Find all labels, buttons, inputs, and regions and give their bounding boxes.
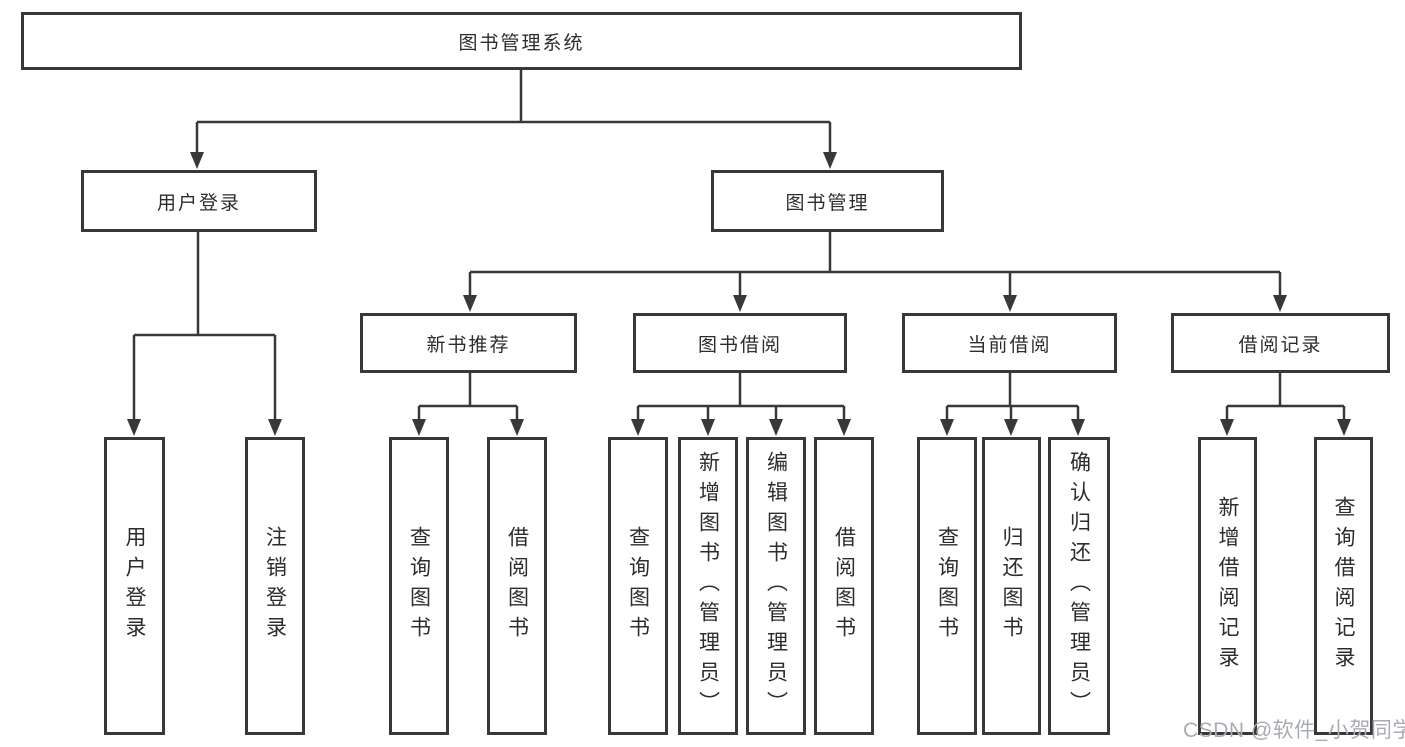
leaf-add-borrow-record: 新增借阅记录: [1198, 437, 1257, 735]
leaf-borrow-books-recommend: 借阅图书: [487, 437, 547, 735]
leaf-logout: 注销登录: [245, 437, 305, 735]
leaf-edit-book-admin: 编辑图书（管理员）: [746, 437, 806, 735]
node-current-borrowing: 当前借阅: [902, 313, 1117, 373]
leaf-query-borrow-record: 查询借阅记录: [1314, 437, 1373, 735]
csdn-watermark: CSDN @软件_小贺同学: [1183, 719, 1405, 742]
arrowhead-icon: [940, 419, 954, 436]
arrowhead-icon: [1004, 419, 1018, 436]
node-book-management: 图书管理: [711, 170, 944, 232]
arrowhead-icon: [1220, 419, 1234, 436]
connector-path: [132, 70, 1346, 420]
arrowhead-icon: [837, 419, 851, 436]
arrowhead-icon: [1337, 419, 1351, 436]
node-library-management-system: 图书管理系统: [21, 12, 1022, 70]
arrowhead-icon: [1003, 295, 1017, 312]
node-borrowing-records: 借阅记录: [1171, 313, 1390, 373]
arrowhead-icon: [823, 152, 837, 169]
arrowhead-icon: [412, 419, 426, 436]
arrowhead-icon: [1071, 419, 1085, 436]
arrowhead-icon: [190, 152, 204, 169]
leaf-query-books-borrow: 查询图书: [608, 437, 668, 735]
leaf-confirm-return-admin: 确认归还（管理员）: [1048, 437, 1110, 735]
arrowhead-icon: [1273, 295, 1287, 312]
leaf-user-login: 用户登录: [104, 437, 165, 735]
arrowhead-icon: [268, 419, 282, 436]
arrowhead-icon: [510, 419, 524, 436]
arrowhead-icon: [733, 295, 747, 312]
arrowhead-icon: [631, 419, 645, 436]
leaf-return-book: 归还图书: [982, 437, 1041, 735]
arrowhead-icon: [127, 419, 141, 436]
leaf-query-books-current: 查询图书: [917, 437, 977, 735]
leaf-add-book-admin: 新增图书（管理员）: [678, 437, 738, 735]
arrowhead-icon: [769, 419, 783, 436]
node-user-login: 用户登录: [81, 170, 317, 232]
leaf-borrow-books: 借阅图书: [814, 437, 874, 735]
leaf-query-books-recommend: 查询图书: [389, 437, 449, 735]
node-book-borrowing: 图书借阅: [633, 313, 847, 373]
arrowhead-icon: [701, 419, 715, 436]
arrowhead-icon: [463, 295, 477, 312]
node-new-book-recommendation: 新书推荐: [360, 313, 577, 373]
